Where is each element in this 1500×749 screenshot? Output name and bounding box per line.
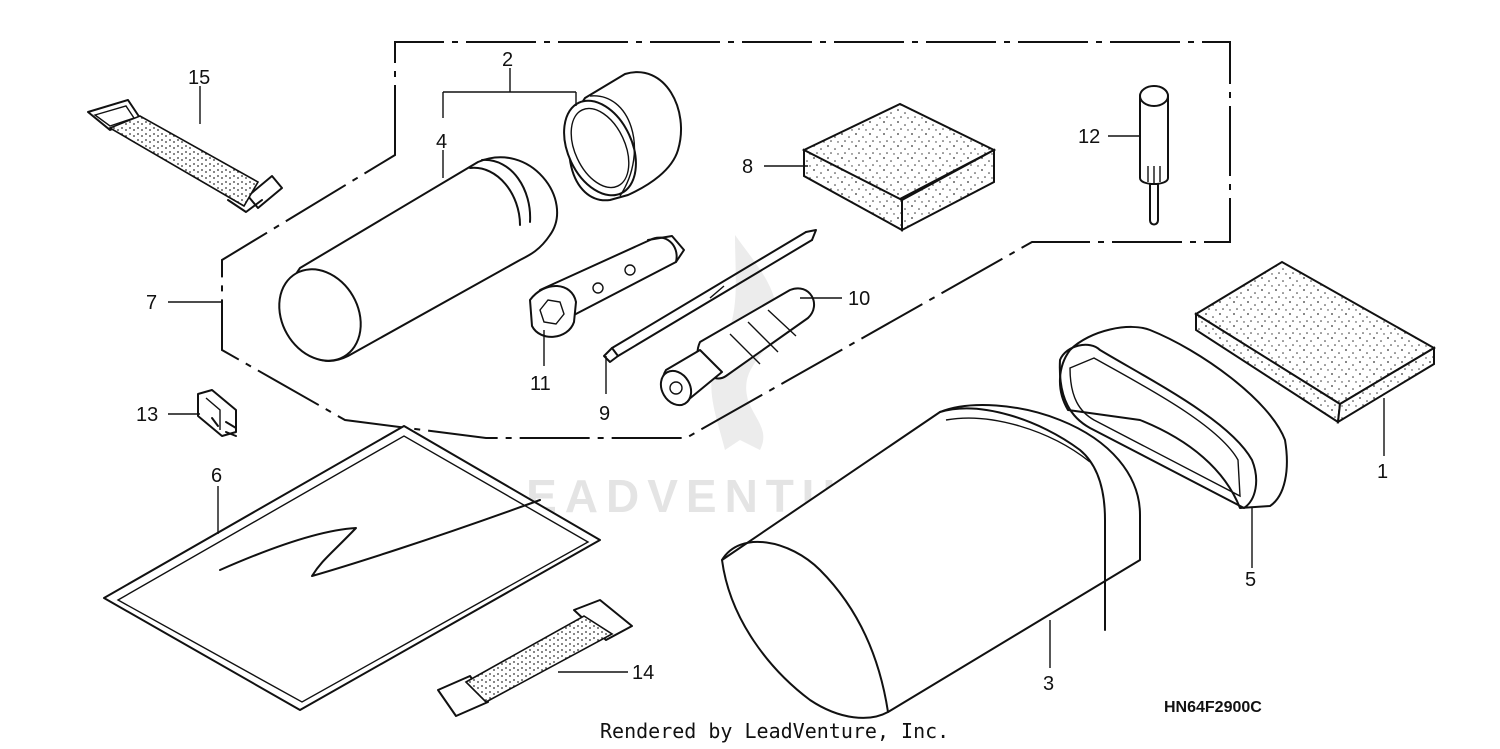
callout-labels: 2 4 15 8 12 7 11 9 10 13 6 14 3 5 1: [136, 49, 1388, 695]
callout-7: 7: [146, 292, 157, 314]
callout-6: 6: [211, 465, 222, 487]
screwdriver-part-12: [1139, 85, 1169, 226]
callout-3: 3: [1043, 673, 1054, 695]
band-part-5: [1058, 326, 1288, 509]
callout-4: 4: [436, 131, 447, 153]
tube-cap-part-2: [563, 71, 683, 202]
callout-15: 15: [188, 67, 210, 89]
screwdriver-handle-part-10: [659, 287, 815, 407]
credit-text: Rendered by LeadVenture, Inc.: [600, 719, 949, 743]
box-wrench-part-11: [529, 235, 685, 338]
diagram-code: HN64F2900C: [1164, 699, 1262, 716]
callout-5: 5: [1245, 569, 1256, 591]
leader-lines: [168, 68, 1385, 673]
callout-10: 10: [848, 288, 870, 310]
tool-tube-part-4: [278, 156, 559, 362]
kit-boundary: [221, 41, 1231, 439]
manual-bag-part-6: [103, 425, 601, 711]
callout-13: 13: [136, 404, 158, 426]
callout-12: 12: [1078, 126, 1100, 148]
foam-pad-part-1: [1194, 260, 1436, 424]
fuse-part-13: [197, 389, 237, 437]
callout-1: 1: [1377, 461, 1388, 483]
callout-11: 11: [530, 373, 551, 395]
callout-14: 14: [632, 662, 654, 684]
tool-cover-part-3: [721, 404, 1141, 719]
callout-8: 8: [742, 156, 753, 178]
screwdriver-shaft-part-9: [603, 229, 817, 363]
callout-2: 2: [502, 49, 513, 71]
strap-part-14: [437, 599, 633, 717]
strap-part-15: [87, 99, 283, 213]
foam-pad-part-8: [801, 102, 997, 232]
callout-9: 9: [599, 403, 610, 425]
